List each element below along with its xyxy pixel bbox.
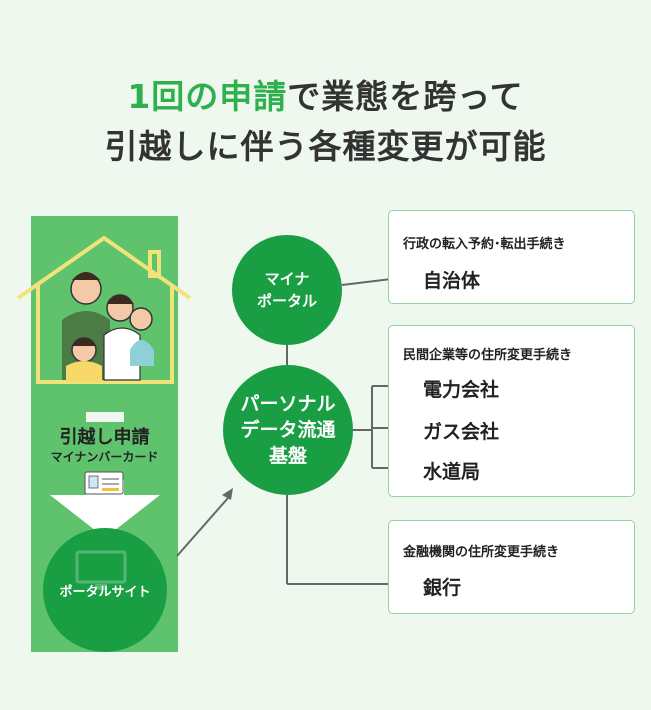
portal-site-circle: ポータルサイト [43,528,167,652]
finance-item-bank: 銀行 [423,577,462,599]
private-item-gas: ガス会社 [423,421,500,443]
private-item-water: 水道局 [423,461,481,483]
arrow-icon [222,488,233,500]
pdx-label-3: 基盤 [268,445,307,467]
finance-heading: 金融機関の住所変更手続き [403,545,560,560]
private-heading: 民間企業等の住所変更手続き [403,348,573,363]
gov-item-municipality: 自治体 [423,270,481,292]
connector-portal-pdx [176,497,229,557]
family-illustration [62,272,154,382]
monitor-icon [75,550,127,590]
finance-box: 金融機関の住所変更手続き 銀行 [388,520,635,614]
down-arrow-shaft [86,412,124,422]
mina-label-1: マイナ [264,270,310,288]
headline-rest: で業態を跨って [287,77,524,116]
gov-heading: 行政の転入予約･転出手続き [403,237,566,252]
card-icon [84,471,124,495]
pdx-label-1: パーソナル [240,393,336,415]
house-chimney [148,250,161,278]
house-icon-walls [36,285,174,384]
portal-site-label: ポータルサイト [59,584,151,600]
headline-line2: 引越しに伴う各種変更が可能 [104,127,547,166]
apply-subtitle: マイナンバーカード [50,450,159,464]
house-icon [16,235,192,300]
down-arrow-icon [50,495,160,538]
headline-line1: 1回の申請で業態を跨って [0,70,651,118]
apply-title: 引越し申請 [59,427,150,448]
gov-box: 行政の転入予約･転出手続き 自治体 [388,210,635,304]
private-item-electric: 電力会社 [423,379,500,401]
headline-highlight: 1回の申請 [127,77,288,116]
pdx-label-2: データ流通 [240,419,336,441]
mina-portal-circle: マイナ ポータル [232,235,342,345]
mina-label-2: ポータル [256,292,317,310]
personal-data-platform-circle: パーソナル データ流通 基盤 [223,365,353,495]
private-box: 民間企業等の住所変更手続き 電力会社 ガス会社 水道局 [388,325,635,497]
